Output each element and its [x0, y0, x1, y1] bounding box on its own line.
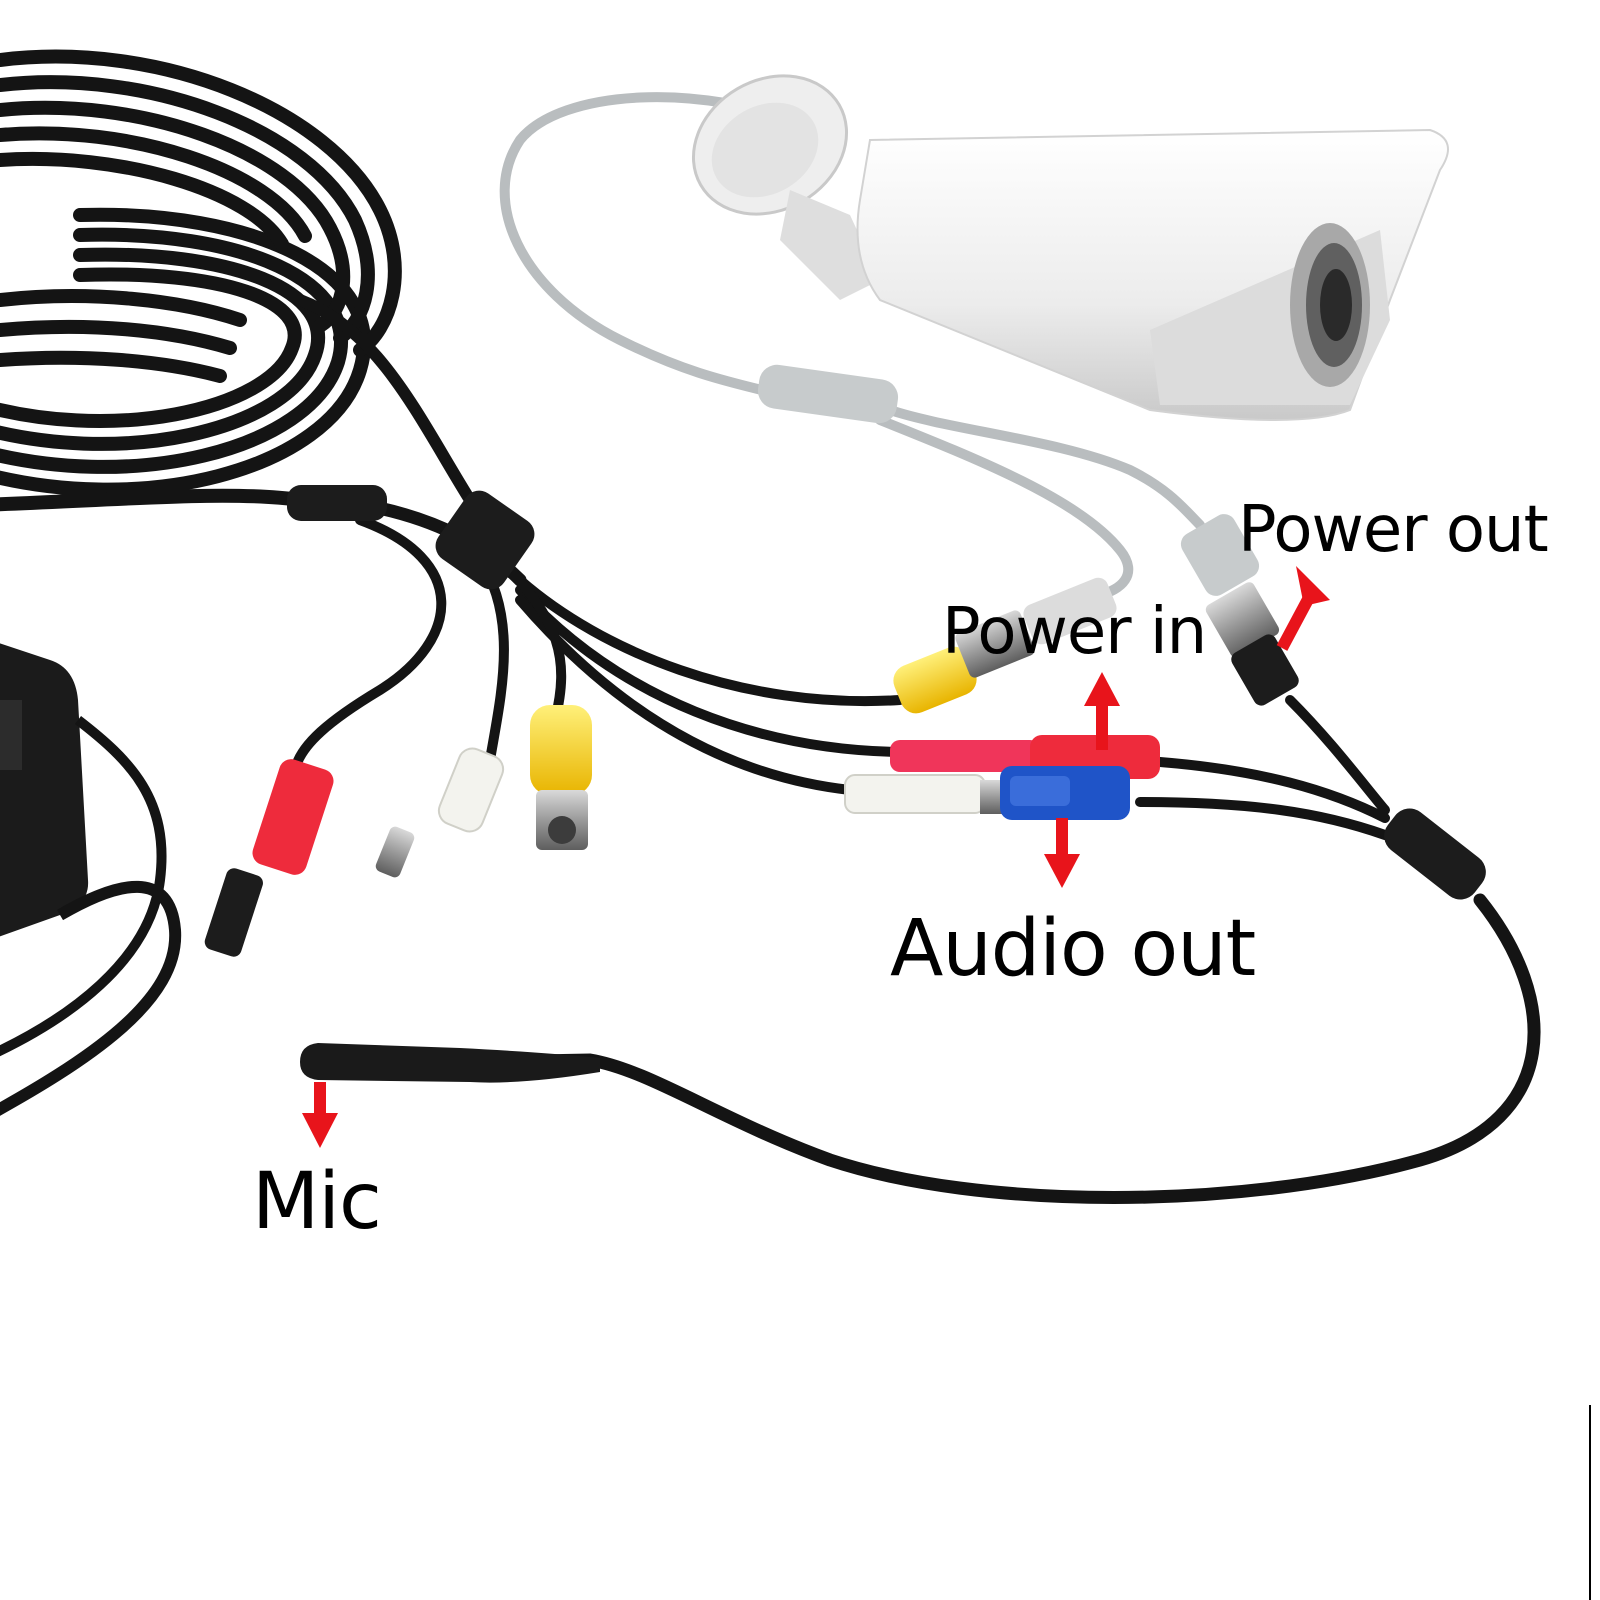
rca-connectors-middle: [844, 735, 1160, 820]
black-cable-bundle: [0, 294, 1541, 1204]
white-rca-lower: [375, 747, 505, 878]
yellow-bnc-top: [893, 577, 1117, 714]
arrow-up-icon: [1084, 672, 1120, 750]
grey-camera-cable: [499, 92, 1205, 600]
bullet-camera: [691, 74, 1449, 421]
label-power-in: Power in: [942, 595, 1207, 669]
label-power-out: Power out: [1238, 493, 1549, 567]
grey-cable-joints: [757, 364, 1299, 706]
mic-head: [300, 1043, 600, 1083]
arrow-up-right-icon: [1276, 566, 1330, 651]
cable-splitters: [287, 485, 1486, 900]
label-audio-out: Audio out: [890, 904, 1256, 994]
coiled-cable: [0, 49, 402, 497]
annotation-arrows: [302, 566, 1330, 1148]
yellow-bnc-lower: [530, 705, 592, 850]
arrow-down-icon-audio: [1044, 818, 1080, 888]
power-adapter: [0, 643, 182, 1116]
pink-dc-plug: [204, 759, 334, 957]
arrow-down-icon-mic: [302, 1082, 338, 1148]
label-mic: Mic: [252, 1157, 382, 1247]
